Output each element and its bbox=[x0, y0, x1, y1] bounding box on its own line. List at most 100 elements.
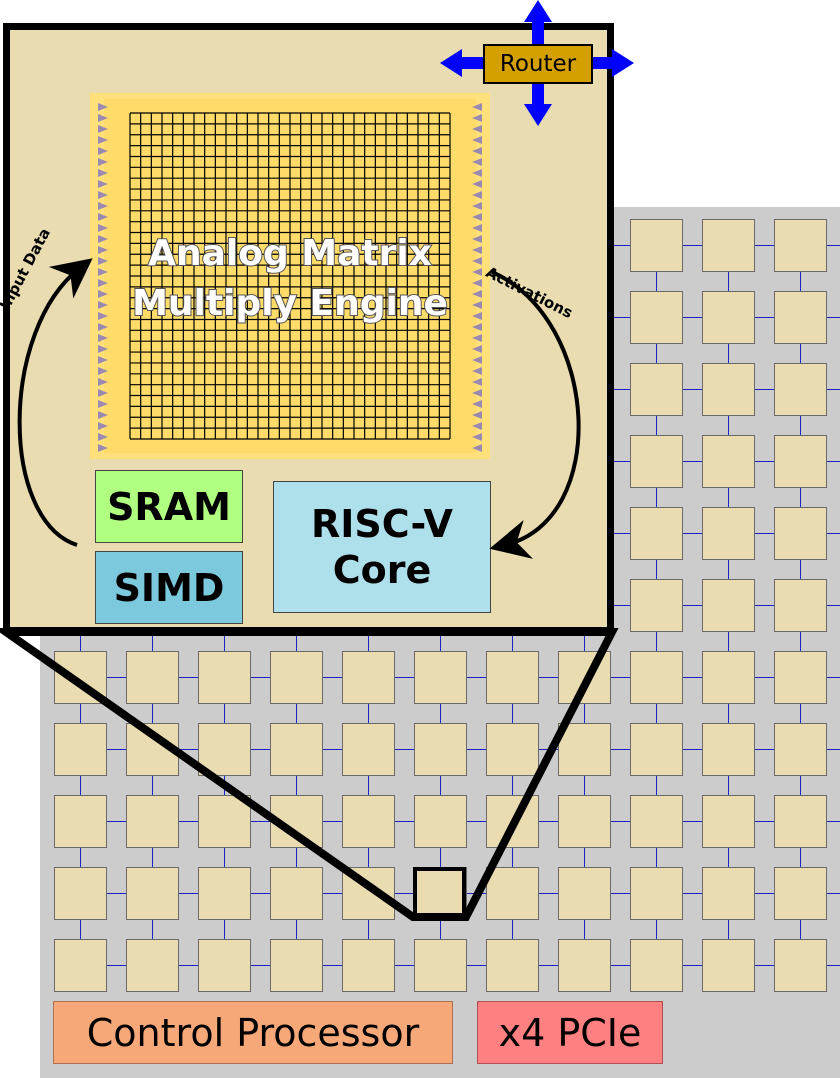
mesh-link bbox=[467, 965, 486, 966]
mesh-link bbox=[323, 821, 342, 822]
adc-marker bbox=[472, 180, 482, 188]
tile bbox=[486, 723, 539, 776]
mesh-link bbox=[80, 848, 81, 867]
mesh-link bbox=[395, 677, 414, 678]
simd-block: SIMD bbox=[95, 551, 243, 624]
mesh-link bbox=[728, 776, 729, 795]
mesh-link bbox=[800, 272, 801, 291]
mesh-link bbox=[611, 605, 630, 606]
tile bbox=[774, 939, 827, 992]
adc-marker bbox=[472, 312, 482, 320]
tile bbox=[630, 435, 683, 488]
router-arrow-up bbox=[524, 0, 552, 46]
tile bbox=[774, 363, 827, 416]
dac-marker bbox=[98, 191, 108, 199]
tile bbox=[342, 651, 395, 704]
adc-marker bbox=[472, 158, 482, 166]
router-block: Router bbox=[483, 44, 593, 84]
mesh-link bbox=[827, 749, 840, 750]
mesh-link bbox=[827, 893, 840, 894]
mesh-link bbox=[656, 272, 657, 291]
tile bbox=[126, 867, 179, 920]
tile bbox=[54, 723, 107, 776]
adc-marker bbox=[472, 290, 482, 298]
engine-title-line2: Multiply Engine bbox=[131, 282, 449, 325]
mesh-link bbox=[539, 821, 558, 822]
input-data-arrow bbox=[17, 258, 93, 547]
mesh-link bbox=[323, 893, 342, 894]
dac-marker bbox=[98, 345, 108, 353]
mesh-link bbox=[467, 821, 486, 822]
adc-marker bbox=[472, 301, 482, 309]
control-processor-label: Control Processor bbox=[86, 1010, 420, 1055]
pcie-label: x4 PCIe bbox=[498, 1010, 642, 1055]
dac-marker bbox=[98, 257, 108, 265]
dac-marker bbox=[98, 312, 108, 320]
tile bbox=[414, 651, 467, 704]
mesh-link bbox=[800, 560, 801, 579]
dac-marker bbox=[98, 301, 108, 309]
mesh-link bbox=[512, 632, 513, 651]
mesh-link bbox=[755, 389, 774, 390]
tile bbox=[558, 723, 611, 776]
activations-arrow bbox=[489, 270, 581, 559]
dac-marker bbox=[98, 213, 108, 221]
tile bbox=[198, 723, 251, 776]
mesh-link bbox=[152, 776, 153, 795]
mesh-link bbox=[728, 344, 729, 363]
adc-marker bbox=[472, 103, 482, 111]
mesh-link bbox=[152, 848, 153, 867]
mesh-link bbox=[224, 848, 225, 867]
tile bbox=[198, 651, 251, 704]
router-arrows bbox=[440, 0, 634, 126]
mesh-link bbox=[179, 821, 198, 822]
dac-marker bbox=[98, 444, 108, 452]
tile bbox=[702, 867, 755, 920]
tile bbox=[630, 939, 683, 992]
mesh-link bbox=[800, 344, 801, 363]
mesh-link bbox=[80, 632, 81, 651]
tile bbox=[774, 291, 827, 344]
tile bbox=[630, 651, 683, 704]
mesh-link bbox=[440, 848, 441, 867]
tile bbox=[558, 795, 611, 848]
tile bbox=[774, 651, 827, 704]
mesh-link bbox=[179, 965, 198, 966]
tile bbox=[198, 867, 251, 920]
adc-marker bbox=[472, 224, 482, 232]
mesh-link bbox=[224, 920, 225, 939]
mesh-link bbox=[107, 893, 126, 894]
mesh-link bbox=[395, 893, 414, 894]
mesh-link bbox=[224, 704, 225, 723]
mesh-link bbox=[107, 677, 126, 678]
adc-marker bbox=[472, 323, 482, 331]
adc-marker bbox=[472, 422, 482, 430]
mesh-link bbox=[251, 965, 270, 966]
tile bbox=[558, 939, 611, 992]
dac-marker bbox=[98, 158, 108, 166]
mesh-link bbox=[827, 605, 840, 606]
adc-marker bbox=[472, 268, 482, 276]
mesh-link bbox=[800, 776, 801, 795]
tile bbox=[630, 579, 683, 632]
mesh-link bbox=[683, 965, 702, 966]
tile bbox=[54, 867, 107, 920]
mesh-link bbox=[611, 389, 630, 390]
tile bbox=[702, 507, 755, 560]
mesh-link bbox=[368, 704, 369, 723]
router-arrow-right bbox=[591, 49, 634, 77]
mesh-link bbox=[800, 488, 801, 507]
tile bbox=[774, 579, 827, 632]
mesh-link bbox=[251, 821, 270, 822]
tile bbox=[774, 435, 827, 488]
sram-label: SRAM bbox=[107, 484, 231, 529]
mesh-link bbox=[395, 965, 414, 966]
mesh-link bbox=[323, 749, 342, 750]
mesh-link bbox=[755, 965, 774, 966]
mesh-link bbox=[440, 704, 441, 723]
mesh-link bbox=[152, 920, 153, 939]
riscv-label-line2: Core bbox=[332, 548, 432, 592]
tile bbox=[774, 867, 827, 920]
tile bbox=[414, 795, 467, 848]
router-arrow-down bbox=[524, 84, 552, 126]
